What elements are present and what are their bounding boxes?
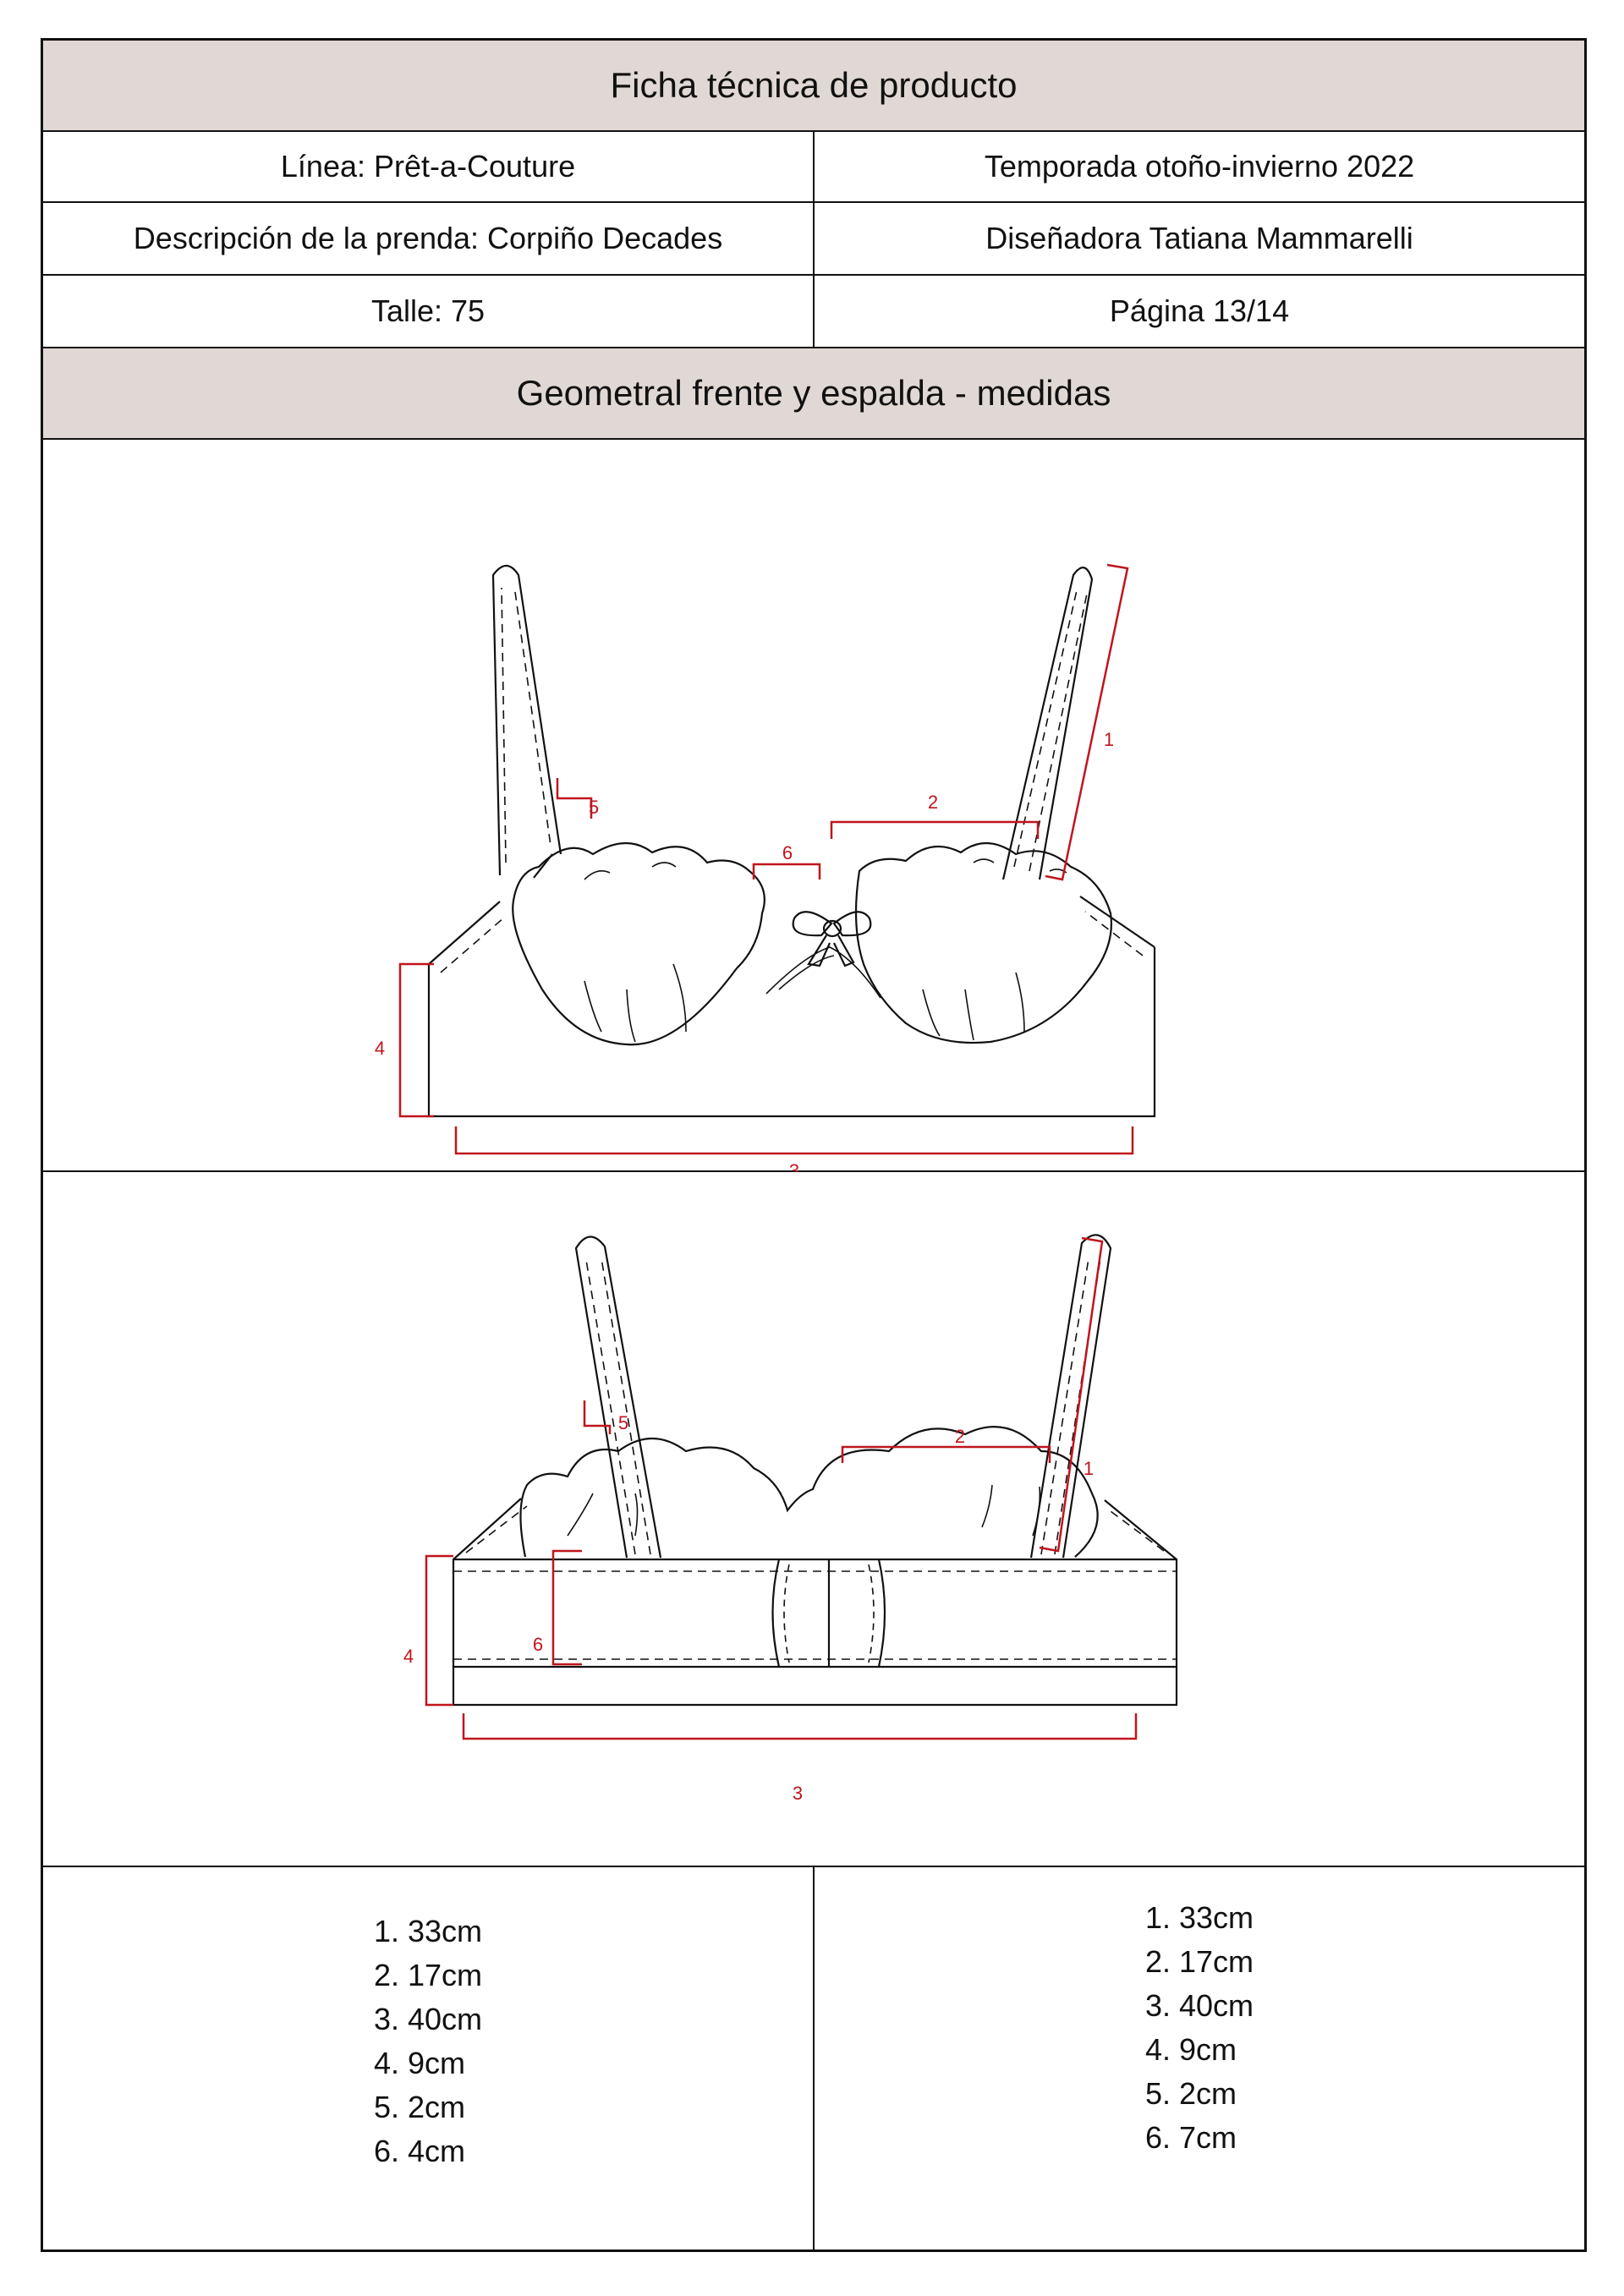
back-measure-4 bbox=[425, 1554, 453, 1707]
front-garment-outline bbox=[427, 564, 1156, 1118]
front-view-panel: 1 2 3 4 5 6 bbox=[43, 440, 1584, 1172]
back-label-4: 4 bbox=[403, 1646, 414, 1667]
back-measure-1 bbox=[1039, 1236, 1104, 1553]
front-measurement-3: 3. 40cm bbox=[373, 2002, 483, 2036]
info-row-2: Descripción de la prenda: Corpiño Decade… bbox=[43, 203, 1584, 276]
back-cups bbox=[519, 1425, 1099, 1558]
front-label-4: 4 bbox=[375, 1038, 385, 1059]
designer-cell: Diseñadora Tatiana Mammarelli bbox=[813, 203, 1584, 274]
front-label-1: 1 bbox=[1104, 729, 1114, 750]
front-band bbox=[427, 947, 1156, 1118]
front-measurement-4: 4. 9cm bbox=[373, 2046, 466, 2080]
back-measure-2 bbox=[841, 1445, 1051, 1463]
back-measure-lines bbox=[425, 1236, 1138, 1740]
front-label-3: 3 bbox=[789, 1160, 799, 1172]
front-right-cup bbox=[854, 841, 1112, 1044]
sheet-title-band: Ficha técnica de producto bbox=[43, 41, 1584, 132]
section-title-band: Geometral frente y espalda - medidas bbox=[43, 348, 1584, 440]
front-label-6: 6 bbox=[782, 842, 793, 863]
section-title: Geometral frente y espalda - medidas bbox=[516, 373, 1111, 413]
back-label-5: 5 bbox=[618, 1412, 628, 1433]
front-measure-4 bbox=[398, 962, 434, 1118]
back-label-6: 6 bbox=[533, 1634, 543, 1655]
front-label-5: 5 bbox=[589, 797, 599, 818]
front-measure-5 bbox=[556, 778, 593, 819]
back-measure-5 bbox=[583, 1400, 612, 1434]
front-right-strap bbox=[1001, 567, 1094, 880]
back-measurement-3: 3. 40cm bbox=[1144, 1988, 1254, 2023]
season-cell: Temporada otoño-invierno 2022 bbox=[813, 132, 1584, 201]
bow-icon bbox=[792, 911, 833, 937]
back-right-strap bbox=[1029, 1234, 1112, 1559]
technical-sheet: Ficha técnica de producto Línea: Prêt-a-… bbox=[41, 38, 1587, 2252]
front-measure-2 bbox=[830, 820, 1040, 839]
info-row-3: Talle: 75 Página 13/14 bbox=[43, 276, 1584, 348]
garment-description-cell: Descripción de la prenda: Corpiño Decade… bbox=[133, 221, 723, 255]
back-label-1: 1 bbox=[1084, 1458, 1094, 1479]
front-label-2: 2 bbox=[928, 792, 938, 813]
back-measurements-list: 1. 33cm 2. 17cm 3. 40cm 4. 9cm 5. 2cm 6.… bbox=[1145, 1896, 1254, 2249]
back-view-drawing: 1 2 3 4 5 6 bbox=[403, 1234, 1178, 1804]
page-number-cell: Página 13/14 bbox=[813, 276, 1584, 347]
back-measurement-5: 5. 2cm bbox=[1144, 2076, 1237, 2111]
back-measurement-6: 6. 7cm bbox=[1144, 2120, 1237, 2155]
back-measurement-1: 1. 33cm bbox=[1144, 1900, 1254, 1935]
size-cell: Talle: 75 bbox=[370, 293, 486, 328]
back-left-strap bbox=[574, 1236, 662, 1559]
back-band bbox=[452, 1558, 1178, 1707]
back-label-2: 2 bbox=[955, 1426, 965, 1447]
back-measurement-2: 2. 17cm bbox=[1144, 1944, 1254, 1979]
back-measurement-4: 4. 9cm bbox=[1144, 2032, 1237, 2067]
front-view-drawing: 1 2 3 4 5 6 bbox=[375, 563, 1156, 1172]
front-measure-6 bbox=[752, 863, 821, 879]
front-measurement-2: 2. 17cm bbox=[373, 1958, 483, 1992]
front-measure-lines bbox=[398, 563, 1134, 1155]
back-label-3: 3 bbox=[793, 1783, 803, 1804]
front-measurement-5: 5. 2cm bbox=[373, 2090, 466, 2124]
back-measure-3 bbox=[462, 1713, 1138, 1740]
front-measurements-list: 1. 33cm 2. 17cm 3. 40cm 4. 9cm 5. 2cm 6.… bbox=[374, 1910, 482, 2249]
back-measure-6 bbox=[551, 1549, 582, 1666]
front-measurement-6: 6. 4cm bbox=[373, 2134, 466, 2168]
front-measure-3 bbox=[454, 1126, 1134, 1155]
measurements-table: 1. 33cm 2. 17cm 3. 40cm 4. 9cm 5. 2cm 6.… bbox=[43, 1867, 1584, 2249]
line-cell: Línea: Prêt-a-Couture bbox=[280, 149, 576, 184]
sheet-title: Ficha técnica de producto bbox=[610, 65, 1018, 105]
info-row-1: Línea: Prêt-a-Couture Temporada otoño-in… bbox=[43, 132, 1584, 203]
front-left-strap bbox=[491, 564, 562, 876]
front-measurement-1: 1. 33cm bbox=[373, 1914, 483, 1948]
back-view-panel: 1 2 3 4 5 6 bbox=[43, 1172, 1584, 1867]
front-measurements-col: 1. 33cm 2. 17cm 3. 40cm 4. 9cm 5. 2cm 6.… bbox=[43, 1867, 813, 2249]
front-measure-1 bbox=[1045, 563, 1129, 881]
front-left-cup bbox=[512, 841, 765, 1046]
back-garment-outline bbox=[452, 1234, 1178, 1707]
back-measurements-col: 1. 33cm 2. 17cm 3. 40cm 4. 9cm 5. 2cm 6.… bbox=[813, 1867, 1584, 2249]
back-closure bbox=[771, 1559, 781, 1668]
